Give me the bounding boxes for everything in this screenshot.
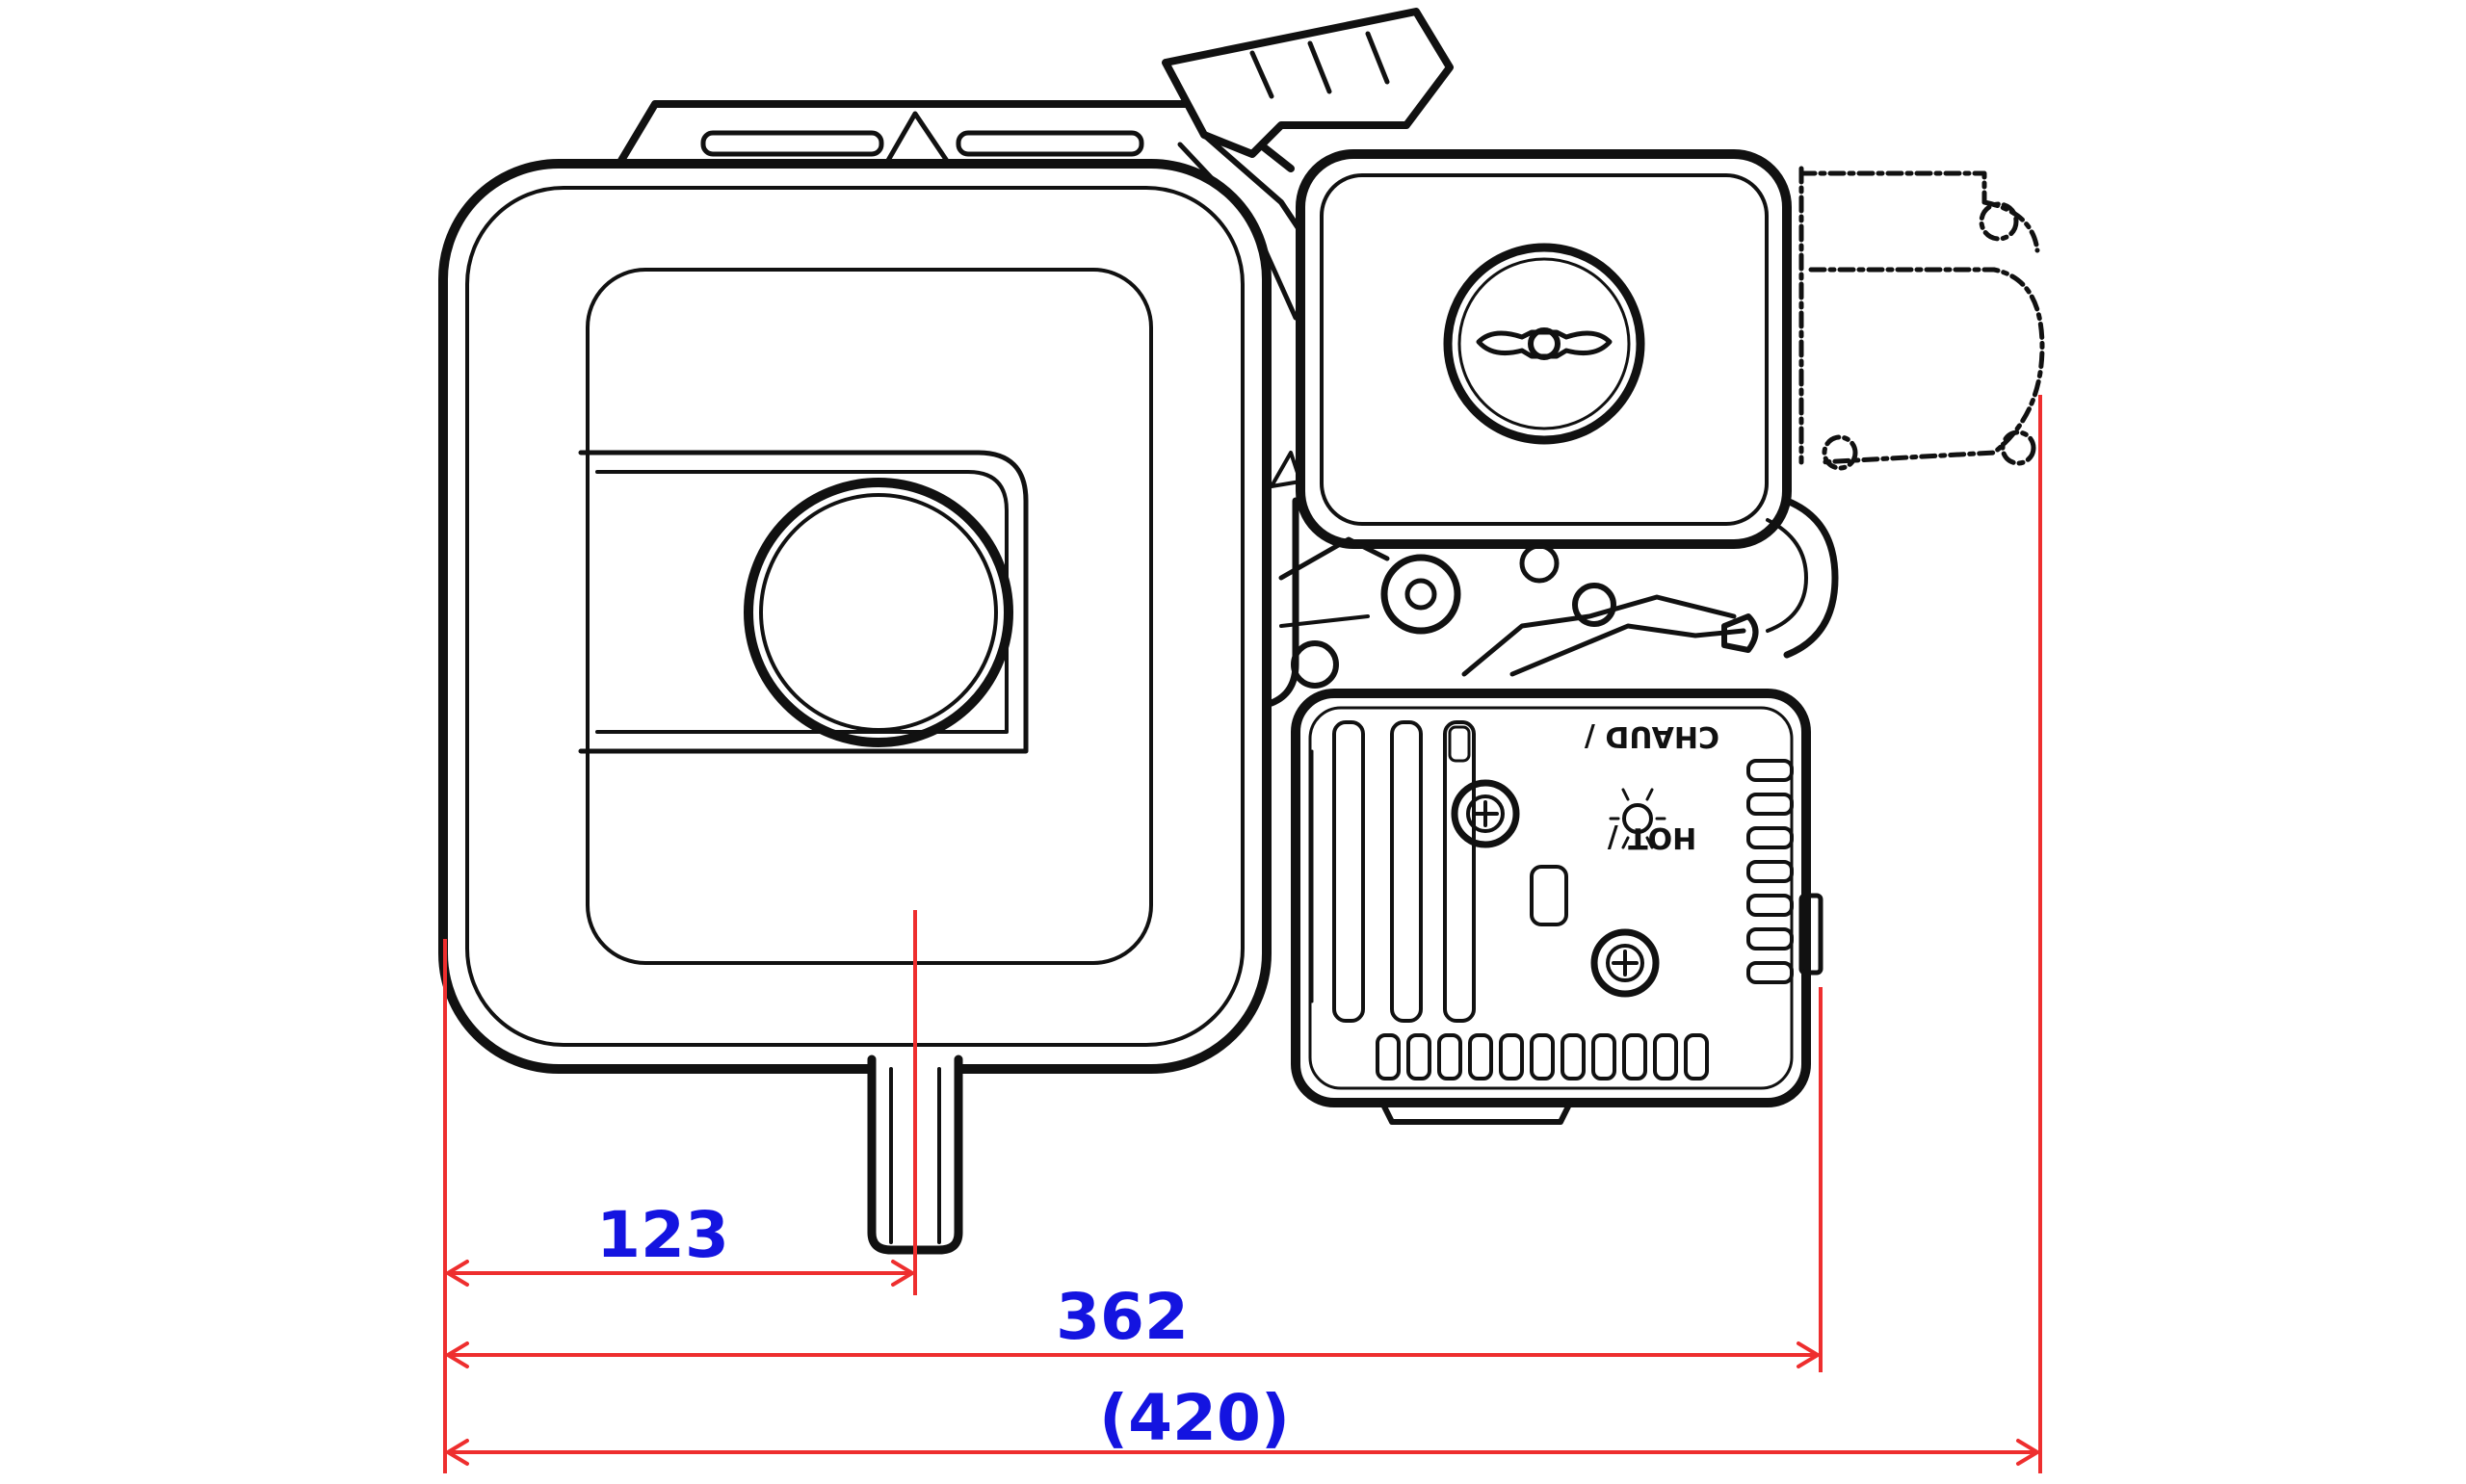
air-cleaner-knob bbox=[744, 478, 1013, 747]
hot-warning-icon bbox=[1609, 788, 1666, 849]
muffler-screw-top bbox=[1451, 779, 1520, 848]
hot-label: HOT / bbox=[1608, 820, 1697, 854]
dim-label-362: 362 bbox=[1056, 1280, 1189, 1354]
air-cleaner bbox=[438, 159, 1272, 1074]
exhaust-outlet-optional bbox=[1798, 166, 2045, 471]
dim-label-420: (420) bbox=[1099, 1381, 1290, 1455]
muffler-side-slots bbox=[1746, 759, 1794, 984]
dim-label-123: 123 bbox=[596, 1198, 729, 1272]
chaud-label: CHAUD / bbox=[1585, 719, 1719, 753]
engine-outline bbox=[438, 8, 2045, 1255]
muffler-warning-label: HOT / CHAUD / bbox=[1585, 719, 1719, 854]
fuel-tank bbox=[1296, 149, 1792, 549]
dimension-arrowheads bbox=[444, 1260, 2041, 1466]
muffler-screw-bottom bbox=[1590, 928, 1660, 998]
muffler bbox=[1291, 689, 1823, 1107]
fuel-cap bbox=[1443, 243, 1645, 445]
muffler-bottom-slots bbox=[1376, 1033, 1709, 1080]
dimension-lines bbox=[443, 395, 2042, 1473]
carburetor-area bbox=[1268, 451, 1839, 707]
carburetor-screw bbox=[1380, 554, 1461, 635]
